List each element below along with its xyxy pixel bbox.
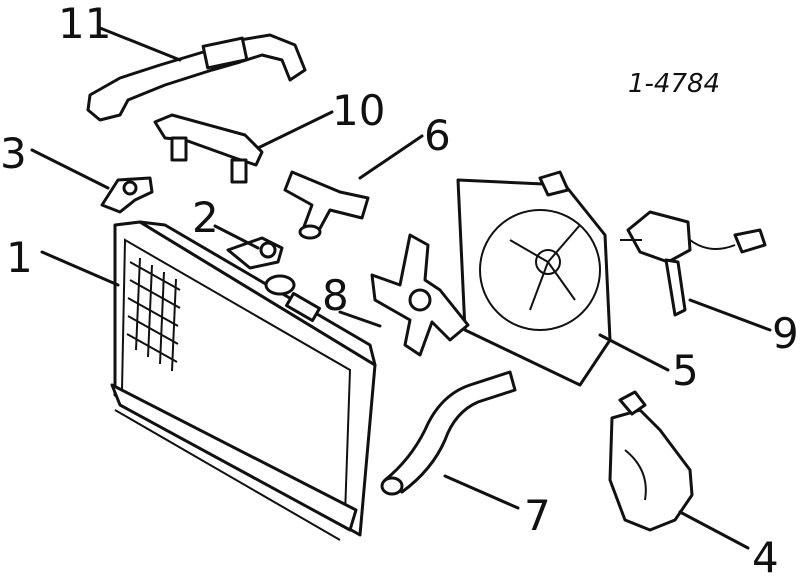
cooling-fan-part xyxy=(370,233,470,357)
callout-4: 4 xyxy=(752,533,779,577)
callout-5: 5 xyxy=(672,346,699,395)
water-pipe-part xyxy=(153,113,264,184)
bypass-hose-part xyxy=(86,33,307,122)
fan-shroud-part xyxy=(456,170,612,387)
callout-2: 2 xyxy=(192,193,219,242)
callout-9: 9 xyxy=(772,309,799,358)
reservoir-tank-part xyxy=(608,390,694,532)
fan-motor-part xyxy=(620,210,767,317)
reference-code: 1-4784 xyxy=(628,69,720,99)
callout-11: 11 xyxy=(58,0,111,48)
leader-lines xyxy=(30,26,772,550)
callout-8: 8 xyxy=(322,271,349,320)
callout-3: 3 xyxy=(0,129,27,178)
callout-6: 6 xyxy=(424,111,451,160)
callout-1: 1 xyxy=(6,233,33,282)
bracket-part xyxy=(100,176,154,214)
lower-hose-part xyxy=(380,370,517,496)
upper-hose-part xyxy=(283,170,370,240)
radiator-part xyxy=(110,220,377,541)
callout-10: 10 xyxy=(332,86,385,135)
radiator-cap-part xyxy=(226,236,284,270)
callout-7: 7 xyxy=(524,491,551,540)
